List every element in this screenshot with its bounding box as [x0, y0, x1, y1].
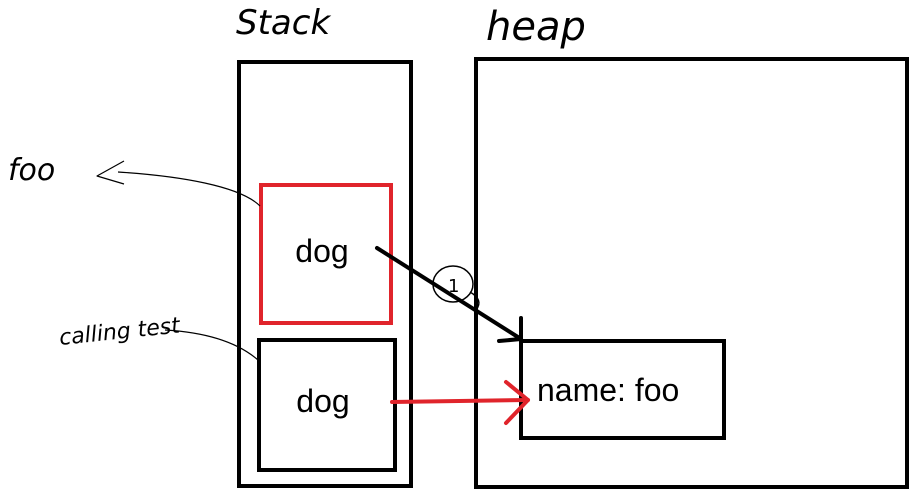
- step-marker-circle: [432, 265, 474, 303]
- heap-object-label: name: foo: [537, 372, 679, 408]
- reference-arrow-black-head: [497, 316, 523, 343]
- foo-note-arrow-head: [96, 160, 125, 185]
- step-marker-label: 1: [448, 276, 459, 297]
- reference-arrow-black: [375, 246, 523, 341]
- step-marker-tail: [469, 291, 480, 311]
- reference-arrow-red: [390, 398, 530, 404]
- stack-title: Stack: [236, 3, 331, 43]
- stack-variable-top-box: [259, 183, 393, 325]
- calling-note: calling test: [58, 313, 182, 351]
- heap-frame: [474, 57, 909, 489]
- foo-note-arrow: [117, 171, 261, 207]
- foo-note: foo: [8, 153, 55, 188]
- reference-arrow-red-head: [504, 380, 530, 425]
- stack-variable-bottom-label: dog: [296, 383, 349, 419]
- heap-title: heap: [486, 4, 586, 50]
- stack-variable-bottom-box: [257, 338, 397, 472]
- stack-variable-top-label: dog: [295, 233, 348, 269]
- stack-frame: [237, 60, 413, 488]
- heap-object-box: [519, 339, 726, 440]
- calling-note-connector: [164, 329, 259, 361]
